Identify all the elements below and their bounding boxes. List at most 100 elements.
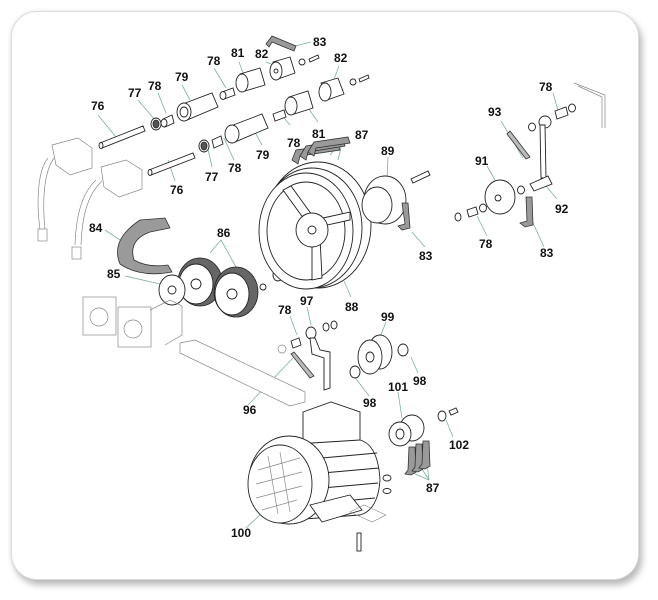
- leader-line: [545, 185, 558, 200]
- hub-79-lower: [224, 113, 269, 144]
- gearboxes: [82, 296, 183, 348]
- leader-line: [209, 239, 222, 254]
- hose-heads: [37, 137, 143, 260]
- callout-78: 78: [278, 303, 292, 317]
- callout-82: 82: [334, 51, 348, 65]
- callout-89: 89: [381, 144, 395, 158]
- screw-lower: [349, 74, 370, 86]
- leader-line: [181, 84, 191, 101]
- idler-99: [357, 339, 383, 375]
- leader-line: [289, 315, 298, 336]
- callout-79: 79: [175, 70, 189, 84]
- leader-line: [306, 306, 312, 326]
- mounting-bar: [179, 339, 306, 407]
- callout-83: 83: [540, 246, 554, 260]
- callout-78: 78: [207, 54, 221, 68]
- leader-line: [353, 375, 370, 397]
- callout-76: 76: [170, 183, 184, 197]
- callout-78: 78: [287, 136, 301, 150]
- lower-shaft-assembly: [147, 74, 370, 176]
- leader-line: [97, 114, 117, 138]
- washer-102: [437, 407, 459, 422]
- bushing-78-upper-a: [160, 114, 175, 128]
- motor-mounting-hardware: [349, 474, 392, 552]
- cap-82-lower: [318, 77, 345, 102]
- callout-96: 96: [243, 403, 257, 417]
- leader-line: [343, 280, 352, 298]
- callout-85: 85: [107, 267, 121, 281]
- callout-99: 99: [381, 310, 395, 324]
- callout-78: 78: [148, 79, 162, 93]
- tensioner-97-assembly: [277, 320, 409, 391]
- callout-81: 81: [312, 127, 326, 141]
- callout-82: 82: [255, 47, 269, 61]
- callout-81: 81: [231, 46, 245, 60]
- spring-96: [290, 351, 315, 379]
- callout-91: 91: [475, 154, 489, 168]
- leader-line: [410, 356, 419, 374]
- taper-hub-89: [361, 170, 431, 231]
- cap-82-upper: [269, 56, 296, 81]
- head-left: [37, 137, 93, 242]
- big-pulley-88: [258, 161, 372, 290]
- tensioner-arm-92: [539, 124, 547, 179]
- seal-77-upper: [150, 117, 162, 131]
- callout-79: 79: [256, 148, 270, 162]
- callout-102: 102: [449, 438, 469, 452]
- leader-line: [476, 215, 488, 237]
- callout-86: 86: [217, 226, 231, 240]
- timing-belt-84: [117, 217, 173, 275]
- callout-76: 76: [91, 99, 105, 113]
- callout-87: 87: [355, 128, 369, 142]
- idler-pulley-91: [484, 179, 516, 215]
- shaft-76-lower: [147, 152, 196, 176]
- leader-line: [294, 41, 312, 47]
- timing-pulleys: [158, 257, 284, 318]
- gearbox-right: [117, 306, 152, 348]
- callout-77: 77: [205, 170, 219, 184]
- callout-97: 97: [300, 294, 314, 308]
- leader-line: [220, 239, 237, 268]
- lever-97: [309, 337, 331, 391]
- callout-87: 87: [426, 481, 440, 495]
- shaft-76-upper: [98, 125, 146, 149]
- gearbox-left: [82, 296, 117, 336]
- leader-line: [411, 231, 426, 248]
- motor-100: [247, 401, 381, 525]
- callout-88: 88: [345, 300, 359, 314]
- hub-79-upper: [176, 92, 219, 122]
- callout-100: 100: [231, 526, 251, 540]
- v-belts-87-upper: [291, 136, 351, 165]
- bushing-78-lower-a: [211, 135, 224, 149]
- leader-line: [157, 92, 167, 114]
- callout-labels: 76 77 78 79 78 81 82 83 82 76 77 78 79 7…: [89, 35, 569, 540]
- pulley-86-b: [213, 266, 259, 318]
- bushing-78-lower-b: [272, 109, 287, 122]
- callout-101: 101: [388, 380, 408, 394]
- callout-84: 84: [89, 221, 103, 235]
- seal-77-lower: [198, 139, 210, 153]
- leader-line: [412, 472, 430, 481]
- callout-78: 78: [479, 237, 493, 251]
- pulley-86-a: [177, 257, 223, 307]
- leader-line: [223, 137, 235, 161]
- sleeve-81-lower: [284, 90, 314, 116]
- v-belts-87-lower: [404, 440, 431, 476]
- bearing-98-upper: [397, 343, 409, 357]
- spring-93: [506, 130, 531, 160]
- callout-83: 83: [313, 35, 327, 49]
- hex-key-83-upper: [265, 35, 297, 52]
- pulley-85: [158, 274, 186, 306]
- leader-line: [445, 419, 454, 438]
- motor-fan-grille: [255, 451, 303, 515]
- tensioner-assembly: [454, 82, 606, 228]
- leader-line: [397, 391, 403, 419]
- head-right: [71, 159, 143, 260]
- leader-line: [124, 275, 161, 285]
- callout-98: 98: [413, 374, 427, 388]
- callout-92: 92: [555, 202, 569, 216]
- callout-98: 98: [363, 396, 377, 410]
- callout-93: 93: [488, 105, 502, 119]
- callout-83: 83: [419, 249, 433, 263]
